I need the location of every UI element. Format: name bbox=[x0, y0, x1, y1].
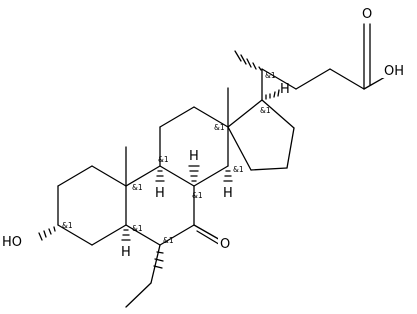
c21-methyl-hashed-bond bbox=[234, 50, 262, 71]
acid-o-label: O bbox=[362, 7, 372, 22]
c9-h-label: H bbox=[155, 186, 165, 201]
hydroxyl-ho-label: HO bbox=[2, 235, 22, 250]
ketone-o-label: O bbox=[220, 237, 230, 252]
stereo-label: &1 bbox=[265, 71, 276, 80]
c5-h-label: H bbox=[121, 245, 131, 260]
ring-b bbox=[125, 165, 223, 308]
stereo-label: &1 bbox=[158, 155, 169, 164]
side-chain bbox=[234, 23, 393, 101]
stereo-label: &1 bbox=[233, 165, 244, 174]
stereo-label: &1 bbox=[132, 224, 143, 233]
atom-labels: OH O O HO H H H H H bbox=[0, 6, 410, 260]
ring-d bbox=[227, 99, 295, 171]
acid-oh-label: OH bbox=[384, 64, 404, 79]
ring-c bbox=[159, 87, 229, 187]
stereo-label: &1 bbox=[214, 123, 225, 132]
stereo-label: &1 bbox=[62, 221, 73, 230]
c17-h-label: H bbox=[280, 82, 290, 97]
stereo-labels: &1 &1 &1 &1 &1 &1 &1 &1 &1 &1 bbox=[62, 71, 276, 245]
c14-h-label: H bbox=[223, 186, 233, 201]
ring-a bbox=[57, 146, 127, 246]
stereo-label: &1 bbox=[192, 191, 203, 200]
c8-h-label: H bbox=[189, 149, 199, 164]
stereo-label: &1 bbox=[132, 183, 143, 192]
stereo-label: &1 bbox=[163, 236, 174, 245]
stereo-label: &1 bbox=[260, 106, 271, 115]
stereo-bonds bbox=[38, 89, 280, 269]
